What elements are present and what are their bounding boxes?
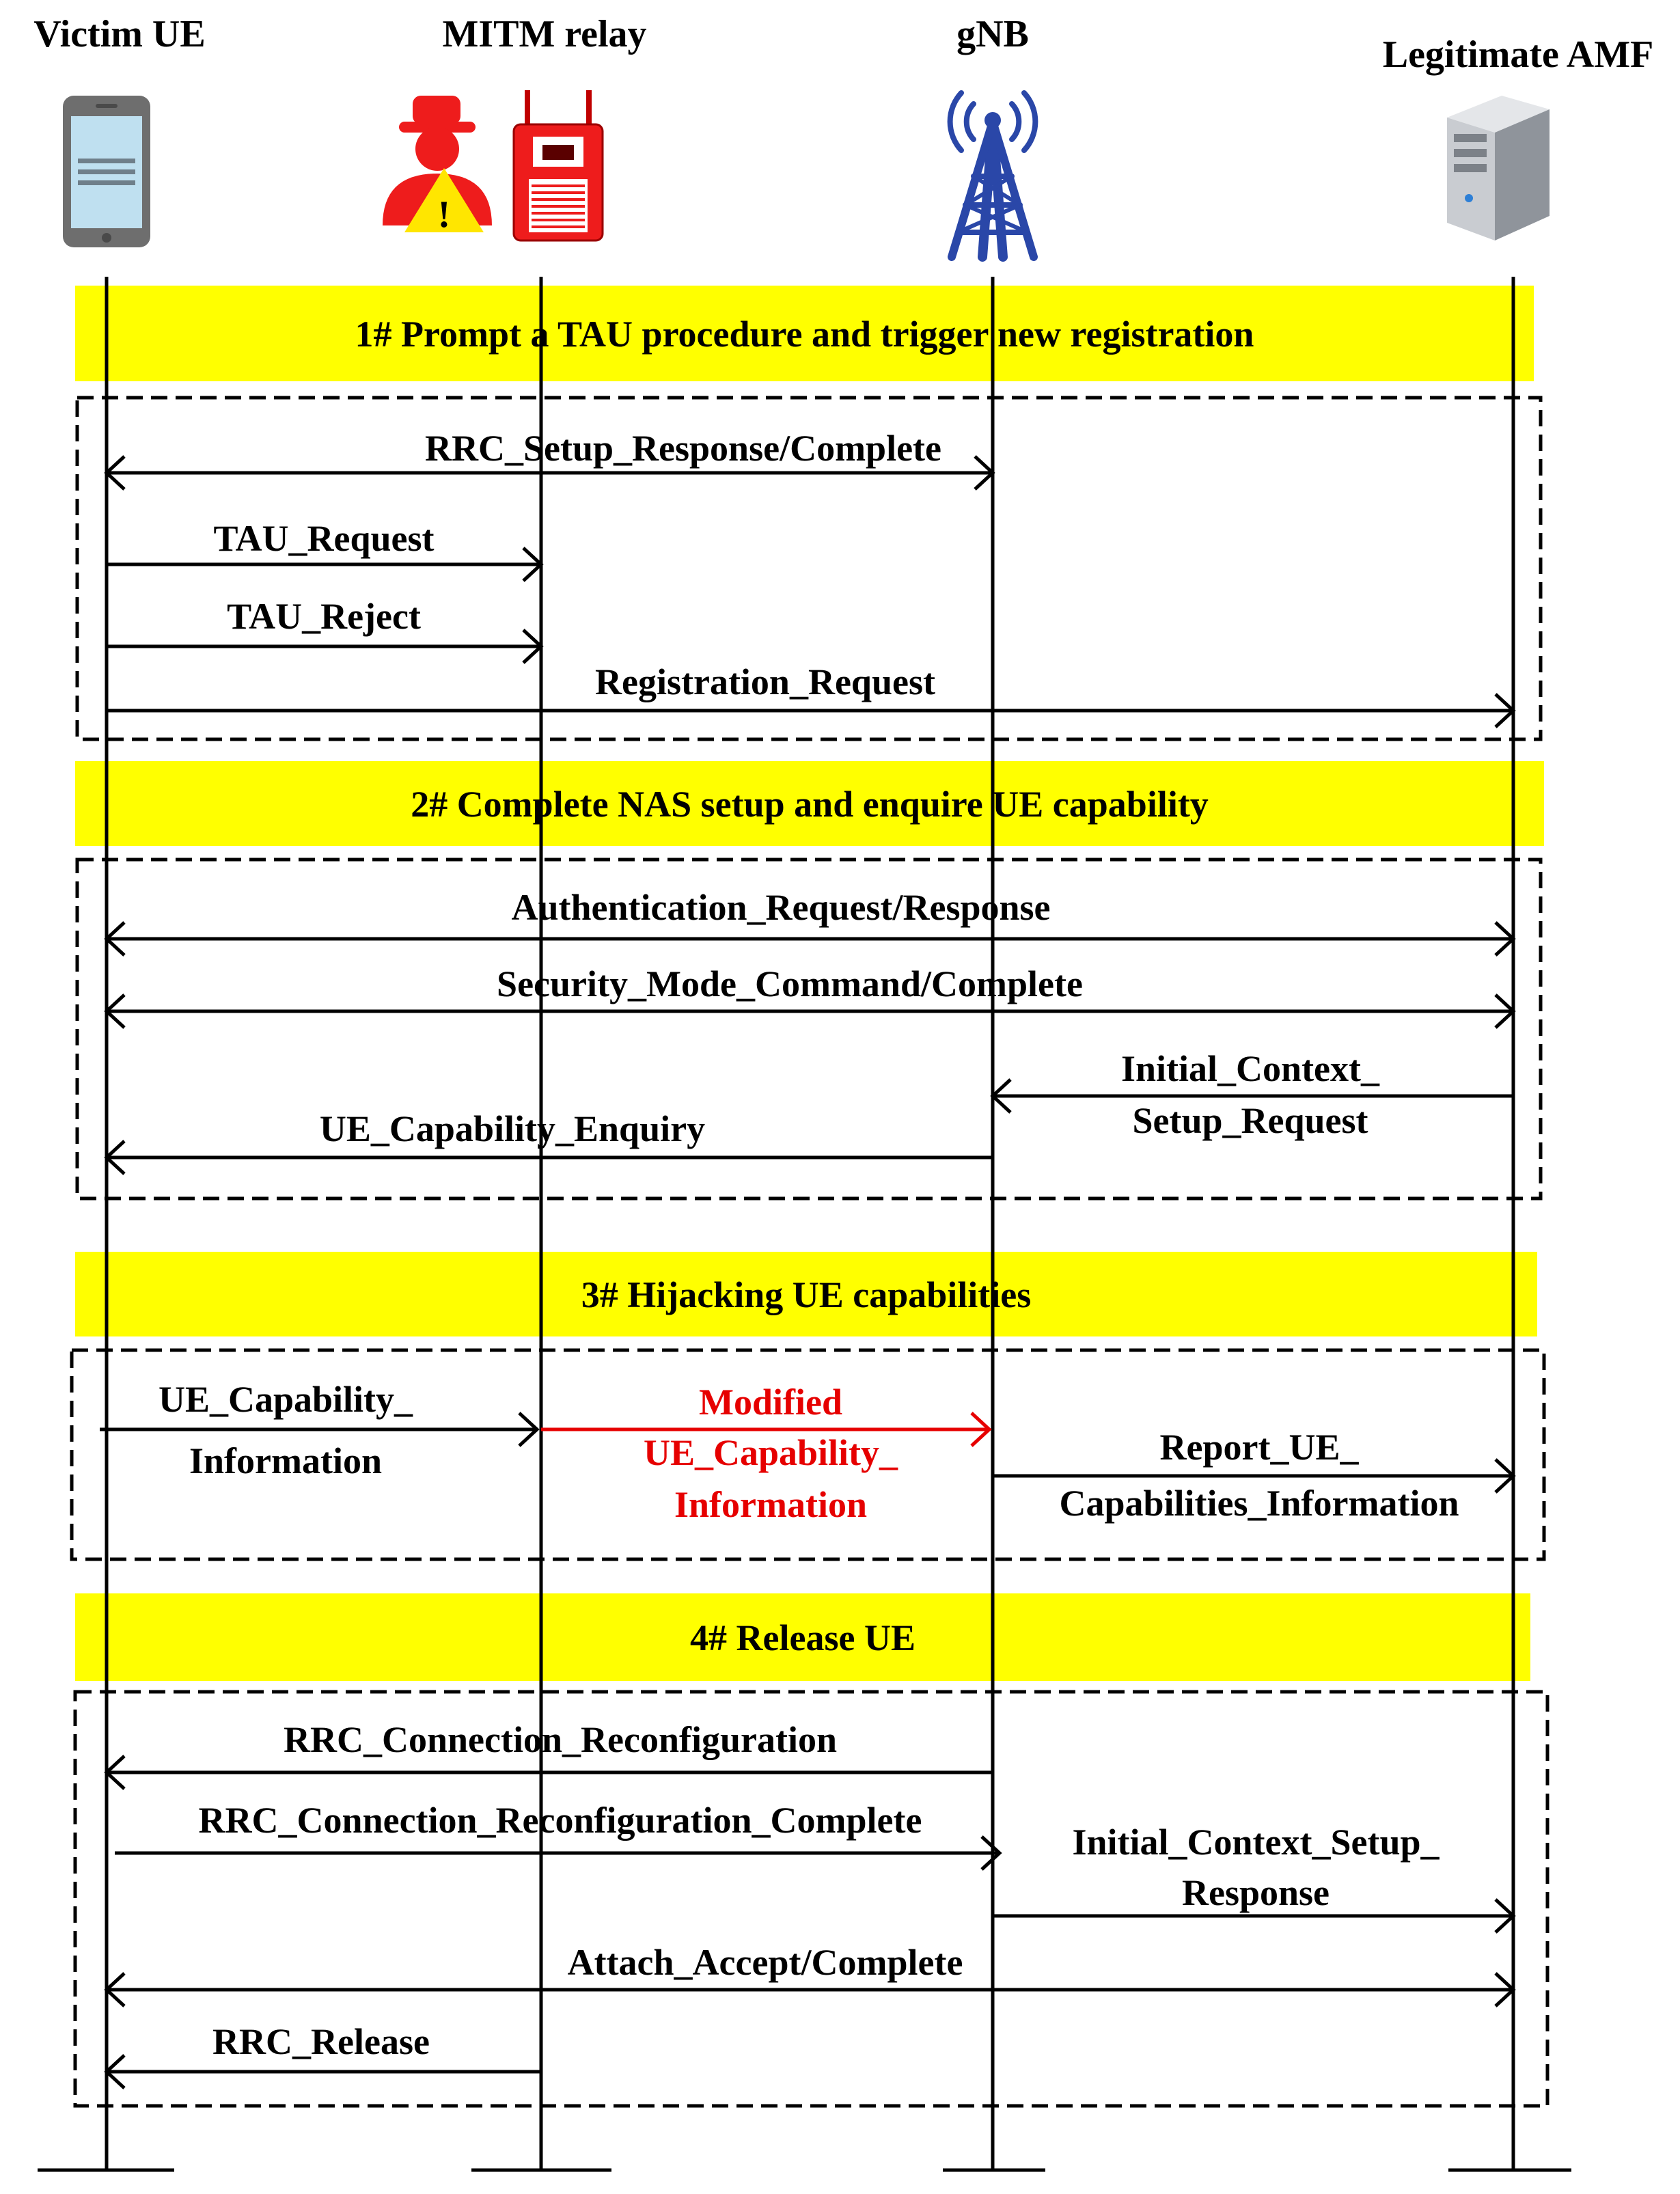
phase-1-banner: [75, 286, 1534, 381]
arrowhead: [1494, 1458, 1516, 1494]
message-arrow-4-1: [104, 1755, 993, 1790]
phase-1-frame: [75, 396, 1543, 741]
cell-tower-icon: [947, 90, 1038, 262]
arrowhead: [990, 1078, 1012, 1114]
phase-3-frame: [70, 1348, 1546, 1561]
phase-2-title: 2# Complete NAS setup and enquire UE cap…: [411, 784, 1209, 825]
phase-2-banner: [75, 761, 1544, 846]
message-arrow-3-1: [100, 1412, 540, 1447]
actor-label-legitimate-amf: Legitimate AMF: [1383, 33, 1654, 76]
phase-4-banner: [75, 1593, 1530, 1681]
message-arrow-4-4: [104, 1972, 1516, 2007]
svg-text:!: !: [438, 193, 451, 236]
message-arrow-3-3: [993, 1458, 1516, 1494]
arrowhead: [1494, 993, 1516, 1029]
phase-2-frame: [75, 858, 1543, 1201]
arrowhead: [980, 1835, 1002, 1871]
message-arrow-4-3: [993, 1898, 1516, 1934]
message-arrow-2-4: [104, 1140, 993, 1175]
message-label-4-4: Attach_Accept/Complete: [568, 1942, 963, 1983]
message-label-4-1: RRC_Connection_Reconfiguration: [284, 1719, 837, 1760]
arrowhead: [1494, 921, 1516, 957]
message-label-2-2: Security_Mode_Command/Complete: [497, 963, 1083, 1004]
message-label-4-2: RRC_Connection_Reconfiguration_Complete: [199, 1800, 922, 1841]
message-label-3-2: Information: [674, 1484, 867, 1525]
arrowhead: [974, 455, 995, 491]
arrowhead: [104, 1140, 126, 1175]
message-arrow-1-3: [107, 629, 544, 664]
message-arrow-1-4: [107, 693, 1516, 728]
arrowhead: [522, 629, 544, 664]
server-icon: [1447, 96, 1550, 241]
attacker-icon: !: [383, 96, 492, 236]
message-label-2-4: UE_Capability_Enquiry: [320, 1108, 705, 1149]
message-label-3-1: Information: [189, 1440, 382, 1481]
actor-label-gnb: gNB: [956, 13, 1029, 55]
message-label-4-3: Initial_Context_Setup_: [1072, 1822, 1440, 1863]
arrowhead: [104, 2054, 126, 2089]
phase-3-title: 3# Hijacking UE capabilities: [581, 1274, 1032, 1315]
arrowhead: [104, 1972, 126, 2007]
message-arrow-3-2: [541, 1412, 992, 1447]
arrowhead: [522, 547, 544, 582]
arrowhead: [970, 1412, 992, 1447]
message-label-2-1: Authentication_Request/Response: [511, 887, 1050, 928]
message-label-3-1: UE_Capability_: [159, 1379, 413, 1420]
arrowhead: [104, 1755, 126, 1790]
relay-device-icon: [512, 90, 604, 242]
message-label-2-3: Initial_Context_: [1121, 1048, 1380, 1089]
phase-4-frame: [73, 1690, 1550, 2108]
smartphone-icon: [63, 96, 150, 247]
arrowhead: [104, 455, 126, 491]
message-arrow-4-2: [115, 1835, 1002, 1871]
actor-label-mitm-relay: MITM relay: [442, 13, 646, 55]
message-label-2-3: Setup_Request: [1132, 1100, 1368, 1141]
arrowhead: [1494, 1898, 1516, 1934]
phase-4-title: 4# Release UE: [690, 1617, 915, 1658]
message-label-3-3: Capabilities_Information: [1059, 1483, 1459, 1524]
message-arrow-2-2: [104, 993, 1516, 1029]
message-arrow-2-3: [990, 1078, 1513, 1114]
message-label-1-3: TAU_Reject: [227, 596, 421, 637]
message-label-1-4: Registration_Request: [595, 661, 935, 702]
arrowhead: [1494, 693, 1516, 728]
message-label-3-2: Modified: [699, 1382, 842, 1423]
message-arrow-1-1: [104, 455, 995, 491]
phase-3-banner: [75, 1252, 1537, 1336]
phase-1-title: 1# Prompt a TAU procedure and trigger ne…: [355, 314, 1254, 355]
message-label-1-2: TAU_Request: [214, 518, 435, 559]
message-label-4-3: Response: [1182, 1872, 1330, 1913]
arrowhead: [104, 993, 126, 1029]
message-label-1-1: RRC_Setup_Response/Complete: [425, 428, 941, 469]
message-label-4-5: RRC_Release: [212, 2021, 430, 2062]
arrowhead: [104, 921, 126, 957]
message-arrow-2-1: [104, 921, 1516, 957]
message-arrow-1-2: [107, 547, 544, 582]
message-arrow-4-5: [104, 2054, 541, 2089]
arrowhead: [1494, 1972, 1516, 2007]
message-label-3-3: Report_UE_: [1160, 1427, 1360, 1468]
arrowhead: [518, 1412, 540, 1447]
message-label-3-2: UE_Capability_: [644, 1432, 898, 1473]
actor-label-victim-ue: Victim UE: [33, 13, 205, 55]
